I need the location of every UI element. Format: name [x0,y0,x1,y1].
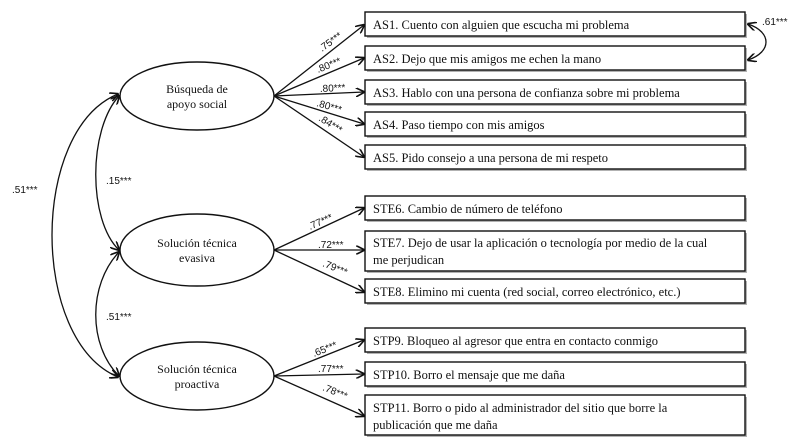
correlation-as-ste: .15*** [106,176,132,187]
loading-arrow-stp10 [273,374,364,376]
latent-solucion-tecnica-evasiva: Solución técnica evasiva [119,213,275,287]
loading-arrow-stp11 [273,375,364,416]
item-text: AS1. Cuento con alguien que escucha mi p… [373,18,630,32]
loading-arrow-as5 [273,95,364,157]
loading-ste7: .72*** [318,240,344,251]
item-box-as3: AS3. Hablo con una persona de confianza … [364,79,747,106]
item-box-as5: AS5. Pido consejo a una persona de mi re… [364,144,747,171]
item-text: STE7. Dejo de usar la aplicación o tecno… [373,236,708,250]
item-box-as1: AS1. Cuento con alguien que escucha mi p… [364,11,747,38]
item-box-ste7: STE7. Dejo de usar la aplicación o tecno… [364,230,747,273]
loading-stp10: .77*** [318,364,344,375]
loading-arrow-ste6 [273,208,364,251]
loading-ste6: .77*** [307,212,335,232]
latent-label: Solución técnica [157,236,237,250]
covariance-curve-ste-stp [95,252,119,376]
item-text: STP11. Borro o pido al administrador del… [373,401,668,415]
loading-ste8: .79*** [321,259,349,279]
item-text: publicación que me daña [373,418,498,432]
item-text: STP10. Borro el mensaje que me daña [373,368,565,382]
loading-arrow-as3 [273,92,364,96]
item-text: AS3. Hablo con una persona de confianza … [373,86,680,100]
item-text: STE8. Elimino mi cuenta (red social, cor… [373,285,681,299]
latent-label: Solución técnica [157,362,237,376]
item-text: AS4. Paso tiempo con mis amigos [373,118,545,132]
loading-stp11: .78*** [321,383,349,403]
latent-label: Búsqueda de [166,82,228,96]
loading-as3: .80*** [320,83,346,95]
item-box-ste6: STE6. Cambio de número de teléfono [364,195,747,222]
item-box-ste8: STE8. Elimino mi cuenta (red social, cor… [364,278,747,305]
loading-arrow-as1 [273,25,364,97]
latent-label: apoyo social [167,97,228,111]
item-text: STP9. Bloqueo al agresor que entra en co… [373,334,658,348]
item-box-as4: AS4. Paso tiempo con mis amigos [364,111,747,138]
latent-solucion-tecnica-proactiva: Solución técnica proactiva [119,341,275,411]
item-box-as2: AS2. Dejo que mis amigos me echen la man… [364,45,747,72]
item-text: AS2. Dejo que mis amigos me echen la man… [373,52,601,66]
latent-busqueda-apoyo-social: Búsqueda de apoyo social [119,61,275,131]
loading-arrow-as2 [273,58,364,97]
loading-arrow-as4 [273,95,364,124]
loading-stp9: .65*** [311,340,339,360]
loading-arrow-stp9 [273,340,364,377]
item-text: AS5. Pido consejo a una persona de mi re… [373,151,608,165]
correlation-as-stp: .51*** [12,185,38,196]
correlation-ste-stp: .51*** [106,312,132,323]
item-box-stp11: STP11. Borro o pido al administrador del… [364,394,747,437]
correlation-as1-as2: .61*** [762,17,788,28]
latent-label: proactiva [175,377,220,391]
latent-label: evasiva [179,251,216,265]
error-covariance-as1-as2 [748,24,767,60]
item-text: me perjudican [373,253,445,267]
item-box-stp10: STP10. Borro el mensaje que me daña [364,361,747,388]
item-text: STE6. Cambio de número de teléfono [373,202,563,216]
covariance-curve-as-stp [51,94,118,377]
covariance-curve-as-ste [95,96,119,250]
loading-arrow-ste8 [273,249,364,292]
item-box-stp9: STP9. Bloqueo al agresor que entra en co… [364,327,747,354]
